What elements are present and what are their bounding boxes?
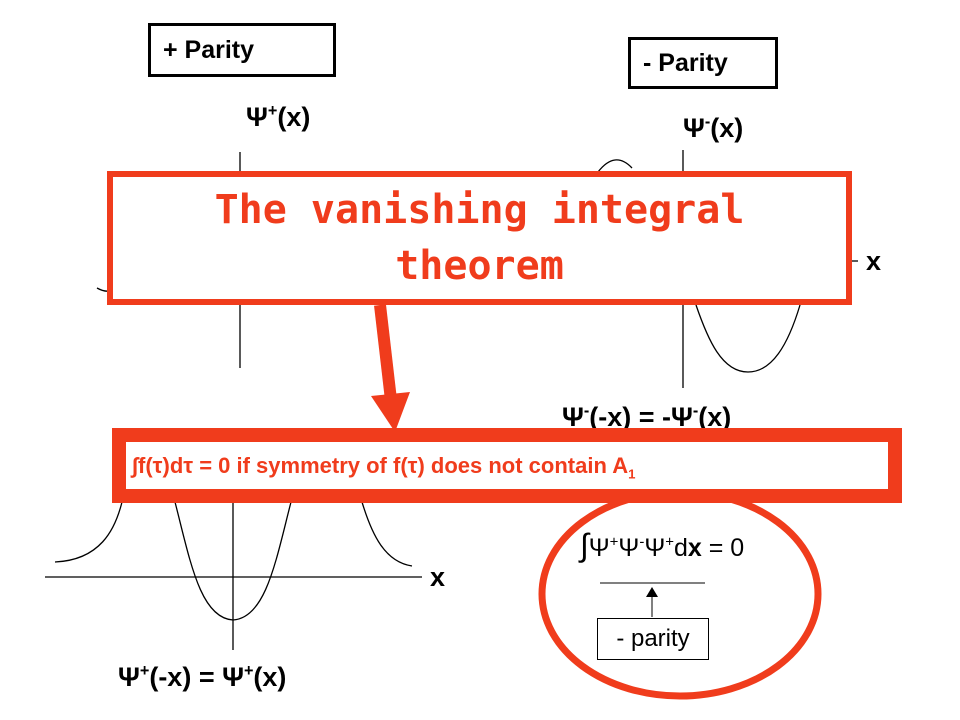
minus-parity-note: - parity: [597, 618, 709, 660]
title-box: The vanishing integral theorem: [107, 171, 852, 305]
plus-relation-label: Ψ+(-x) = Ψ+(x): [118, 662, 287, 692]
title-text: The vanishing integral theorem: [214, 187, 745, 289]
minus-parity-box: - Parity: [628, 37, 778, 89]
x-axis-label-right: x: [866, 246, 882, 276]
plus-curve-bottom: [54, 501, 413, 621]
arrow-shaft: [374, 304, 397, 401]
minus-curve-top: [597, 159, 633, 173]
minus-parity-note-label: - parity: [616, 625, 690, 652]
plus-parity-label: + Parity: [163, 35, 255, 64]
theorem-box: ∫f(τ)dτ = 0 if symmetry of f(τ) does not…: [112, 428, 902, 503]
integral-expression: ∫Ψ+Ψ-Ψ+dx = 0: [580, 527, 745, 563]
theorem-inner: ∫f(τ)dτ = 0 if symmetry of f(τ) does not…: [126, 442, 888, 489]
arrow-head: [371, 392, 410, 432]
highlight-ellipse: [538, 488, 822, 700]
integral-sign: ∫: [580, 527, 589, 563]
psi-minus-label: Ψ-(x): [683, 113, 744, 143]
pointer-arrow-head: [646, 587, 658, 597]
theorem-text: ∫f(τ)dτ = 0 if symmetry of f(τ) does not…: [132, 452, 636, 481]
minus-relation-label: Ψ-(-x) = -Ψ-(x): [562, 402, 732, 432]
plus-parity-box: + Parity: [148, 23, 336, 77]
x-axis-label-bottom: x: [430, 562, 446, 592]
minus-parity-label: - Parity: [643, 48, 728, 77]
psi-plus-label: Ψ+(x): [246, 102, 311, 132]
minus-curve-bottom: [695, 304, 801, 373]
